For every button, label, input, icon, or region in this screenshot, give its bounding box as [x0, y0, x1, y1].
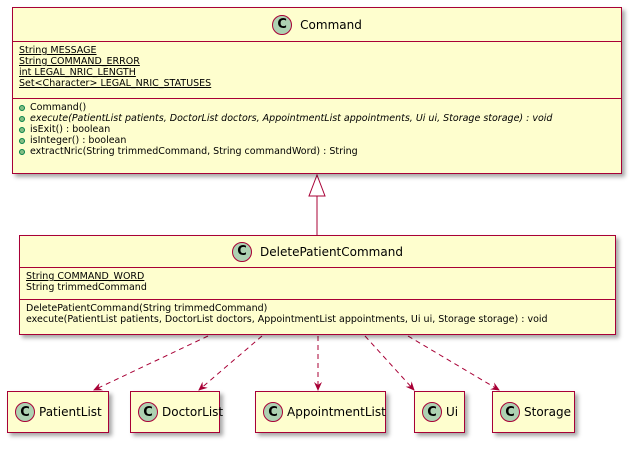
class-header: C DeletePatientCommand	[20, 236, 615, 267]
public-visibility-icon	[19, 126, 25, 133]
class-ui[interactable]: C Ui	[414, 391, 465, 433]
field: String COMMAND_ERROR	[19, 56, 140, 67]
public-visibility-icon	[19, 137, 25, 144]
method: Command()	[19, 102, 615, 113]
class-command[interactable]: C Command String MESSAGE String COMMAND_…	[12, 7, 622, 174]
method: execute(PatientList patients, DoctorList…	[19, 113, 615, 124]
class-c-icon: C	[500, 402, 520, 422]
class-c-icon: C	[138, 402, 158, 422]
method: extractNric(String trimmedCommand, Strin…	[19, 146, 615, 157]
class-name: Storage	[524, 405, 571, 419]
field: String COMMAND_WORD	[26, 271, 145, 282]
class-name: AppointmentList	[287, 405, 386, 419]
class-c-icon: C	[15, 402, 35, 422]
class-doctorlist[interactable]: C DoctorList	[130, 391, 223, 433]
fields-section: String COMMAND_WORD String trimmedComman…	[20, 267, 615, 299]
field: String trimmedCommand	[26, 282, 147, 293]
class-name: PatientList	[39, 405, 102, 419]
class-header: C Ui	[415, 392, 464, 432]
class-name: Command	[300, 17, 362, 32]
class-header: C Storage	[493, 392, 574, 432]
class-c-icon: C	[263, 402, 283, 422]
method: execute(PatientList patients, DoctorList…	[26, 314, 548, 325]
fields-section: String MESSAGE String COMMAND_ERROR int …	[13, 41, 621, 98]
field: String MESSAGE	[19, 45, 97, 56]
methods-section: DeletePatientCommand(String trimmedComma…	[20, 299, 615, 329]
method: isExit() : boolean	[19, 124, 615, 135]
class-appointmentlist[interactable]: C AppointmentList	[255, 391, 386, 433]
public-visibility-icon	[19, 104, 25, 111]
class-name: DeletePatientCommand	[260, 244, 403, 259]
class-header: C Command	[13, 8, 621, 41]
class-storage[interactable]: C Storage	[492, 391, 575, 433]
class-name: Ui	[446, 405, 459, 419]
class-c-icon: C	[272, 14, 293, 35]
class-header: C DoctorList	[131, 392, 223, 432]
dependency-line-storage	[407, 335, 500, 391]
class-header: C PatientList	[8, 392, 108, 432]
public-visibility-icon	[19, 115, 25, 122]
class-delete-patient-command[interactable]: C DeletePatientCommand String COMMAND_WO…	[19, 235, 616, 335]
class-c-icon: C	[422, 402, 442, 422]
methods-section: Command() execute(PatientList patients, …	[13, 98, 621, 161]
method: isInteger() : boolean	[19, 135, 615, 146]
dependency-line-ui	[364, 335, 415, 391]
dependency-line-patientlist	[93, 335, 209, 391]
method: DeletePatientCommand(String trimmedComma…	[26, 303, 268, 314]
class-header: C AppointmentList	[256, 392, 386, 432]
class-name: DoctorList	[162, 405, 224, 419]
dependency-line-doctorlist	[198, 335, 263, 391]
field: Set<Character> LEGAL_NRIC_STATUSES	[19, 78, 212, 89]
inheritance-arrowhead	[308, 173, 326, 197]
public-visibility-icon	[19, 148, 25, 155]
class-patientlist[interactable]: C PatientList	[7, 391, 109, 433]
field: int LEGAL_NRIC_LENGTH	[19, 67, 136, 78]
class-c-icon: C	[232, 241, 253, 262]
